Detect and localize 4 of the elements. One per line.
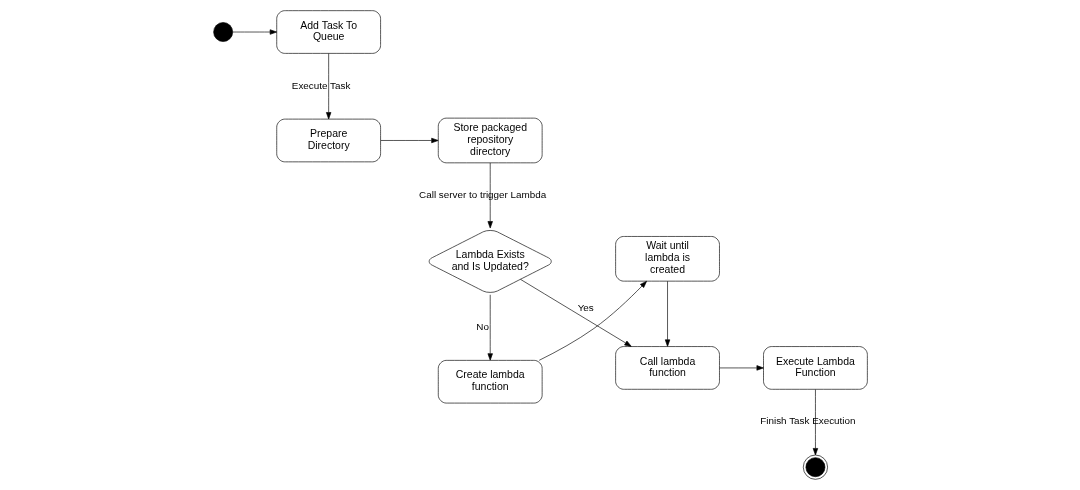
edge-label: Call server to trigger Lambda [418, 188, 546, 200]
edge-label: Yes [577, 302, 594, 314]
edge-label: Execute Task [291, 79, 350, 91]
edge-label: No [475, 320, 489, 332]
